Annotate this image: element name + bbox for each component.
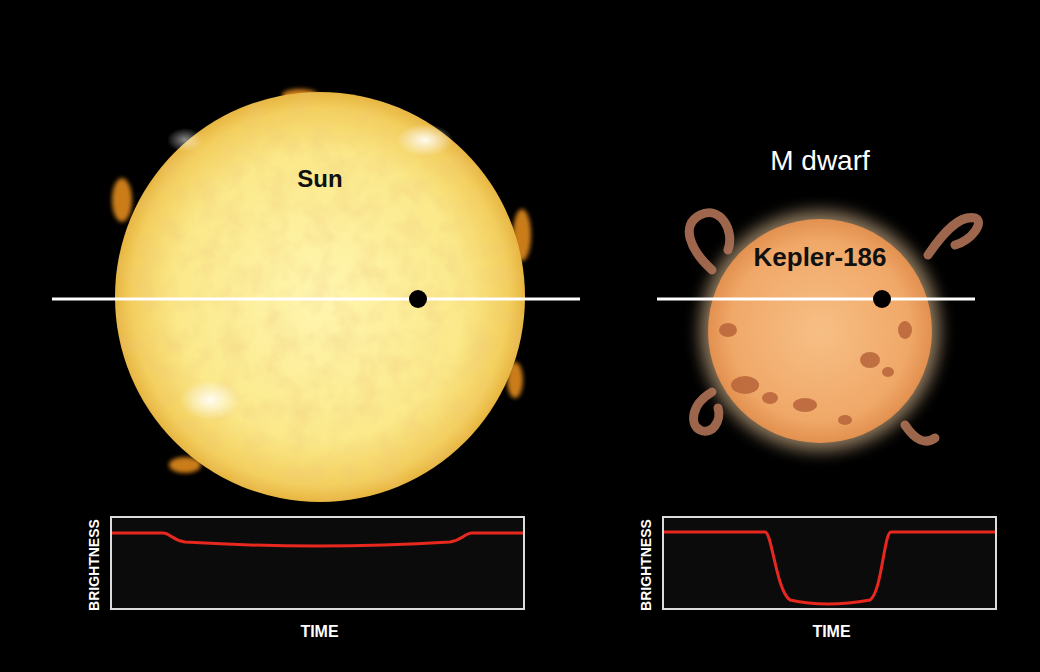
star-circle: M dwarfKepler-186 <box>708 219 932 443</box>
star-circle: Sun <box>115 92 525 502</box>
star-label: Sun <box>115 164 525 194</box>
axis-label: TIME <box>112 622 527 642</box>
star-label: M dwarf <box>670 143 970 178</box>
planet-dot <box>409 290 427 308</box>
light-curve-chart: BRIGHTNESSTIME <box>662 516 997 610</box>
chart-background <box>662 516 997 610</box>
light-curve <box>111 533 524 546</box>
axis-label: TIME <box>664 622 999 642</box>
transit-path <box>657 298 975 301</box>
transit-path <box>52 298 580 301</box>
axis-label: BRIGHTNESS <box>85 505 103 625</box>
light-curve <box>663 532 996 604</box>
light-curve-chart: BRIGHTNESSTIME <box>110 516 525 610</box>
sun-illustration <box>52 89 580 502</box>
planet-dot <box>873 290 891 308</box>
chart-background <box>110 516 525 610</box>
axis-label: BRIGHTNESS <box>637 505 655 625</box>
star-label: Kepler-186 <box>698 241 942 274</box>
m-dwarf-illustration <box>657 211 978 451</box>
